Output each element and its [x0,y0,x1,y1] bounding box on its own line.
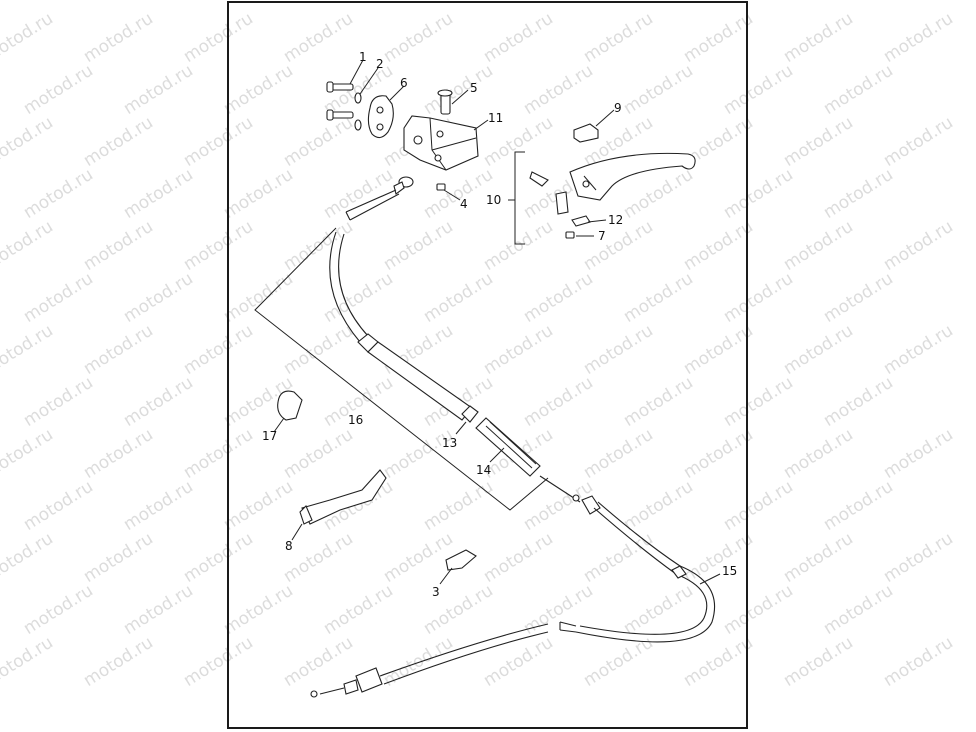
callout-11: 11 [488,111,503,125]
lever-part-9-block [573,123,599,143]
callout-1: 1 [359,50,367,64]
callout-bracket-10 [508,151,525,245]
callout-9: 9 [614,101,622,115]
clamp-part-3 [445,549,477,571]
screw-part-4 [436,183,446,191]
bolt-part-1 [326,81,354,121]
callout-16: 16 [348,413,363,427]
callout-4: 4 [460,197,468,211]
callout-6: 6 [400,76,408,90]
washer-part-2 [354,92,362,131]
callout-8: 8 [285,539,293,553]
callout-7: 7 [598,229,606,243]
sleeve-part-14 [475,417,541,477]
callout-15: 15 [722,564,737,578]
diagram-frame [227,1,748,729]
callout-5: 5 [470,81,478,95]
callout-3: 3 [432,585,440,599]
callout-2: 2 [376,57,384,71]
clamp-part-6 [367,95,394,139]
clip-part-12 [571,215,591,227]
pin-part-5 [437,89,453,115]
nut-part-13 [461,405,479,423]
lever-assembly-part-10 [529,152,696,215]
master-cylinder-part-11 [403,115,479,171]
callout-bracket-16 [254,227,549,511]
banjo-fitting [345,176,414,221]
clamp-part-8 [299,469,387,525]
screw-part-7 [565,231,575,239]
callout-14: 14 [476,463,491,477]
callout-10: 10 [486,193,501,207]
callout-17: 17 [262,429,277,443]
brake-hose-part-16 [329,231,473,421]
callout-13: 13 [442,436,457,450]
leader-lines [273,59,721,585]
cable-part-15 [310,475,716,698]
clip-part-17 [277,390,303,421]
callout-12: 12 [608,213,623,227]
